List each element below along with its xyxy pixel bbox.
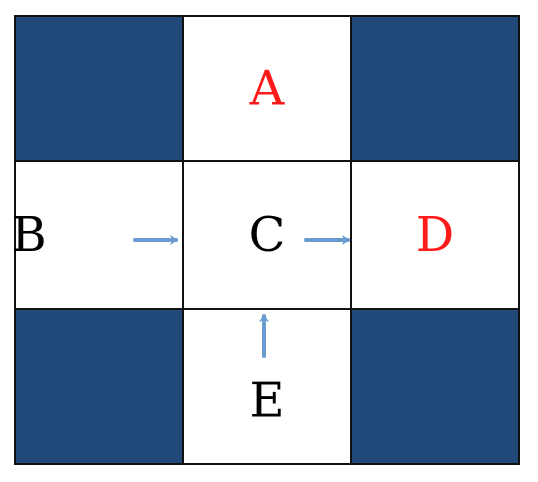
cell-label-c: C — [249, 207, 286, 263]
grid-cell-0-0 — [14, 15, 184, 162]
grid-cell-1-1 — [182, 160, 352, 310]
cell-labels: A B C D E — [11, 61, 454, 429]
grid-cell-1-0 — [14, 160, 184, 310]
grid-cell-1-2 — [350, 160, 520, 310]
grid-cell-0-2 — [350, 15, 520, 162]
cell-label-d: D — [416, 207, 454, 263]
grid-cell-2-2 — [350, 308, 520, 465]
grid-cells — [14, 15, 520, 465]
grid-cell-0-1 — [182, 15, 352, 162]
cell-label-e: E — [249, 373, 284, 429]
grid-cell-2-0 — [14, 308, 184, 465]
grid-cell-2-1 — [182, 308, 352, 465]
grid-border — [14, 15, 520, 465]
arrows — [133, 235, 350, 358]
cell-label-a: A — [249, 61, 286, 117]
cell-label-b: B — [11, 207, 46, 263]
